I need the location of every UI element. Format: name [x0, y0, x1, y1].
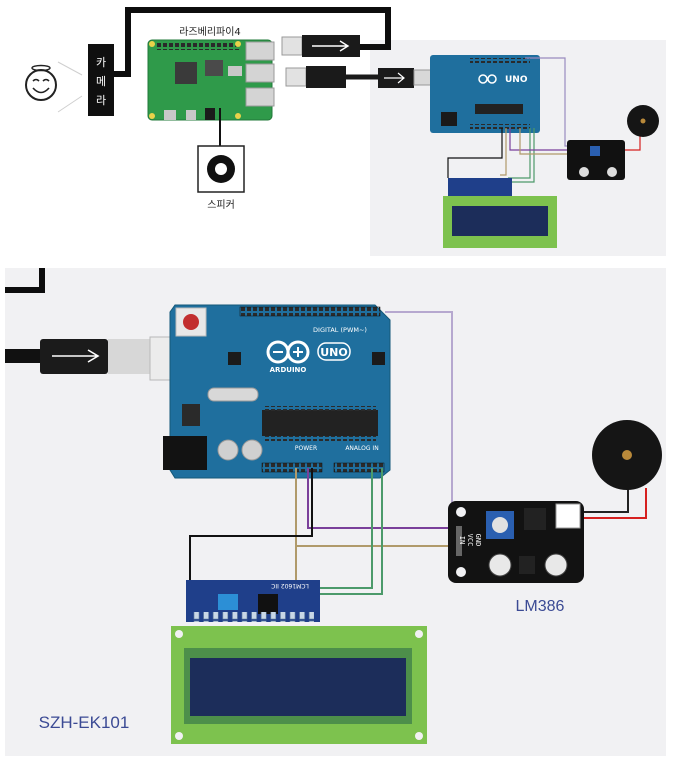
camera-label-2: 메	[96, 75, 106, 88]
analog-header-label: ANALOG IN	[345, 445, 378, 452]
amp-pin-gnd: GND	[474, 534, 482, 547]
arduino-mini: UNO	[430, 55, 540, 133]
amp-pin-vcc: VCC	[466, 534, 474, 547]
wires-detail	[189, 311, 647, 595]
arduino-model-label: UNO	[320, 346, 348, 359]
wire-green-b	[312, 468, 383, 595]
wire-green-a	[308, 468, 373, 589]
overview-panel: 카 메 라 라즈베리파이4	[25, 7, 666, 256]
raspberry-pi-board	[147, 39, 275, 121]
lm386-label: LM386	[516, 598, 565, 615]
arduino-logo-icon	[266, 340, 310, 364]
camera-label-3: 라	[96, 94, 106, 107]
camera-module: 카 메 라	[88, 44, 114, 116]
svg-text:UNO: UNO	[505, 75, 528, 85]
lcd-mini	[443, 178, 557, 248]
usb-plug-bottom	[285, 66, 437, 88]
buzzer-icon	[592, 420, 662, 490]
lcd-backpack-label: LCM1602 IIC	[271, 582, 309, 589]
wire-purple	[307, 468, 458, 529]
speaker-icon	[197, 145, 245, 193]
usb-plug-top	[281, 35, 360, 57]
arduino-uno-board: DIGITAL (PWM~) UNO ARDUINO POWER ANALOG	[163, 304, 391, 479]
smiley-face-icon	[25, 61, 83, 113]
raspberry-pi-label: 라즈베리파이4	[179, 26, 241, 38]
lcd-module: LCM1602 IIC	[171, 580, 427, 744]
lcd-label: SZH-EK101	[39, 713, 130, 732]
camera-label-1: 카	[96, 56, 106, 69]
arduino-brand-label: ARDUINO	[270, 366, 307, 374]
wire-black	[189, 468, 313, 584]
wire-red	[578, 488, 647, 519]
detail-panel: DIGITAL (PWM~) UNO ARDUINO POWER ANALOG	[5, 268, 666, 756]
detail-camera-cable	[5, 268, 45, 293]
wire-buzzer-black	[578, 488, 629, 513]
power-header-label: POWER	[295, 445, 317, 452]
amp-mini	[567, 140, 625, 180]
digital-header-label: DIGITAL (PWM~)	[313, 326, 367, 334]
lm386-module: GND VCC IN	[448, 501, 584, 583]
speaker-label: 스피커	[207, 199, 235, 211]
buzzer-mini-icon	[627, 105, 659, 137]
amp-pin-in: IN	[458, 536, 466, 544]
camera-cable	[113, 7, 391, 77]
